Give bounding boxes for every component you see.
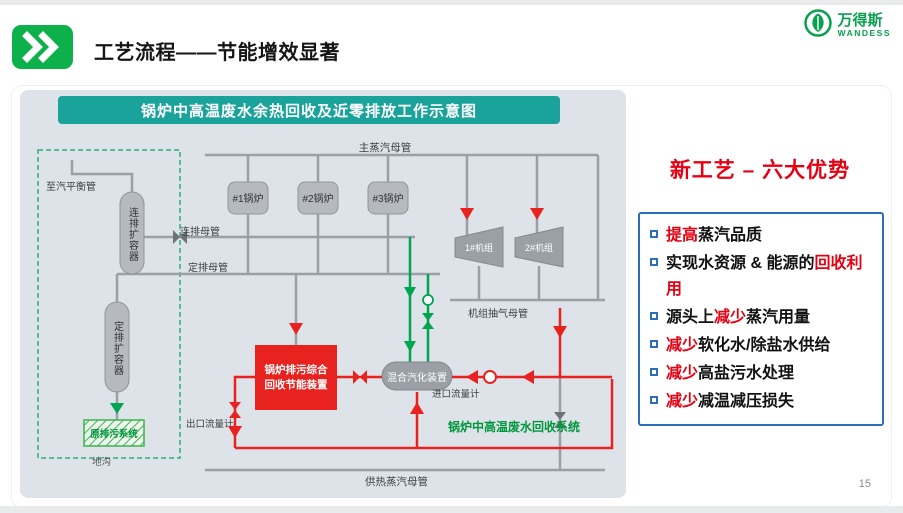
list-item: 实现水资源 & 能源的回收利用: [648, 251, 874, 303]
list-item: 提高蒸汽品质: [648, 223, 874, 249]
label-continuous-flash-tank: 连排扩容器: [126, 206, 138, 262]
square-bullet-icon: [650, 340, 658, 348]
wandess-leaf-icon: [803, 8, 833, 43]
adv-text: 实现水资源 & 能源的: [666, 255, 815, 272]
slide-header: 工艺流程——节能增效显著 万得斯 WANDESS: [0, 5, 903, 83]
logo-subtitle: WANDESS: [837, 27, 891, 38]
list-item: 减少软化水/除盐水供给: [648, 333, 874, 359]
recovery-device-box: 锅炉排污综合 回收节能装置: [255, 345, 337, 410]
square-bullet-icon: [650, 396, 658, 404]
list-item: 源头上减少蒸汽用量: [648, 305, 874, 331]
square-bullet-icon: [650, 230, 658, 238]
adv-highlight: 减少: [666, 365, 699, 382]
adv-text: 软化水/除盐水供给: [698, 337, 831, 354]
top-edge-bar: [0, 0, 903, 5]
company-logo: 万得斯 WANDESS: [803, 8, 891, 43]
label-original-blowdown-system: 原排污系统: [90, 429, 138, 440]
diagram-title-banner: 锅炉中高温废水余热回收及近零排放工作示意图: [58, 96, 560, 124]
label-trench: 地沟: [92, 457, 112, 468]
label-boiler-2: #2锅炉: [302, 194, 334, 205]
adv-highlight: 减少: [666, 337, 699, 354]
adv-highlight: 减少: [714, 309, 747, 326]
recovery-device-line1: 锅炉排污综合: [264, 363, 328, 376]
adv-highlight: 回收利用: [666, 255, 863, 298]
label-heating-steam-header: 供热蒸汽母管: [365, 476, 428, 488]
adv-highlight: 减少: [666, 393, 699, 410]
label-unit-extraction-header: 机组抽气母管: [468, 309, 528, 320]
label-inlet-flowmeter: 进口流量计: [432, 389, 480, 400]
bottom-edge-bar: [0, 506, 903, 513]
label-periodic-blowdown-header: 定排母管: [188, 263, 228, 274]
advantages-list: 提高蒸汽品质 实现水资源 & 能源的回收利用 源头上减少蒸汽用量 减少软化水/除…: [648, 223, 874, 415]
adv-highlight: 提高: [666, 227, 699, 244]
label-unit-2: 2#机组: [524, 243, 553, 253]
process-flow-graphic: [37, 149, 614, 472]
label-boiler-3: #3锅炉: [372, 194, 404, 205]
label-mixing-vaporizer: 混合汽化装置: [387, 372, 447, 384]
process-diagram: 锅炉中高温废水余热回收及近零排放工作示意图 主蒸汽母管 至汽平衡管 连排母管 定…: [20, 90, 626, 498]
logo-name: 万得斯: [837, 12, 883, 30]
recovery-device-line2: 回收节能装置: [264, 378, 328, 391]
square-bullet-icon: [650, 312, 658, 320]
label-main-steam-header: 主蒸汽母管: [358, 142, 412, 154]
advantages-panel: 新工艺 – 六大优势 提高蒸汽品质 实现水资源 & 能源的回收利用 源头上减少蒸…: [634, 90, 886, 498]
page-number: 15: [858, 478, 871, 490]
page-title: 工艺流程——节能增效显著: [94, 42, 340, 64]
content-card: 锅炉中高温废水余热回收及近零排放工作示意图 主蒸汽母管 至汽平衡管 连排母管 定…: [12, 86, 891, 507]
label-continuous-blowdown-header: 连排母管: [180, 227, 220, 238]
list-item: 减少高盐污水处理: [648, 361, 874, 387]
label-unit-1: 1#机组: [464, 243, 493, 253]
label-to-steam-balance: 至汽平衡管: [46, 182, 96, 193]
advantages-box: 提高蒸汽品质 实现水资源 & 能源的回收利用 源头上减少蒸汽用量 减少软化水/除…: [638, 212, 884, 426]
double-chevron-icon: [12, 25, 73, 69]
list-item: 减少减温减压损失: [648, 389, 874, 415]
label-outlet-flowmeter: 出口流量计: [186, 419, 234, 430]
adv-text: 蒸汽用量: [746, 309, 811, 326]
label-periodic-flash-tank: 定排扩容器: [111, 320, 123, 376]
label-recovery-system: 锅炉中高温废水回收系统: [448, 420, 581, 434]
square-bullet-icon: [650, 258, 658, 266]
adv-text: 减温减压损失: [698, 393, 795, 410]
adv-text: 源头上: [666, 309, 715, 326]
square-bullet-icon: [650, 368, 658, 376]
adv-text: 高盐污水处理: [698, 365, 795, 382]
label-boiler-1: #1锅炉: [232, 194, 264, 205]
advantages-title: 新工艺 – 六大优势: [669, 159, 851, 182]
adv-text: 蒸汽品质: [698, 227, 763, 244]
